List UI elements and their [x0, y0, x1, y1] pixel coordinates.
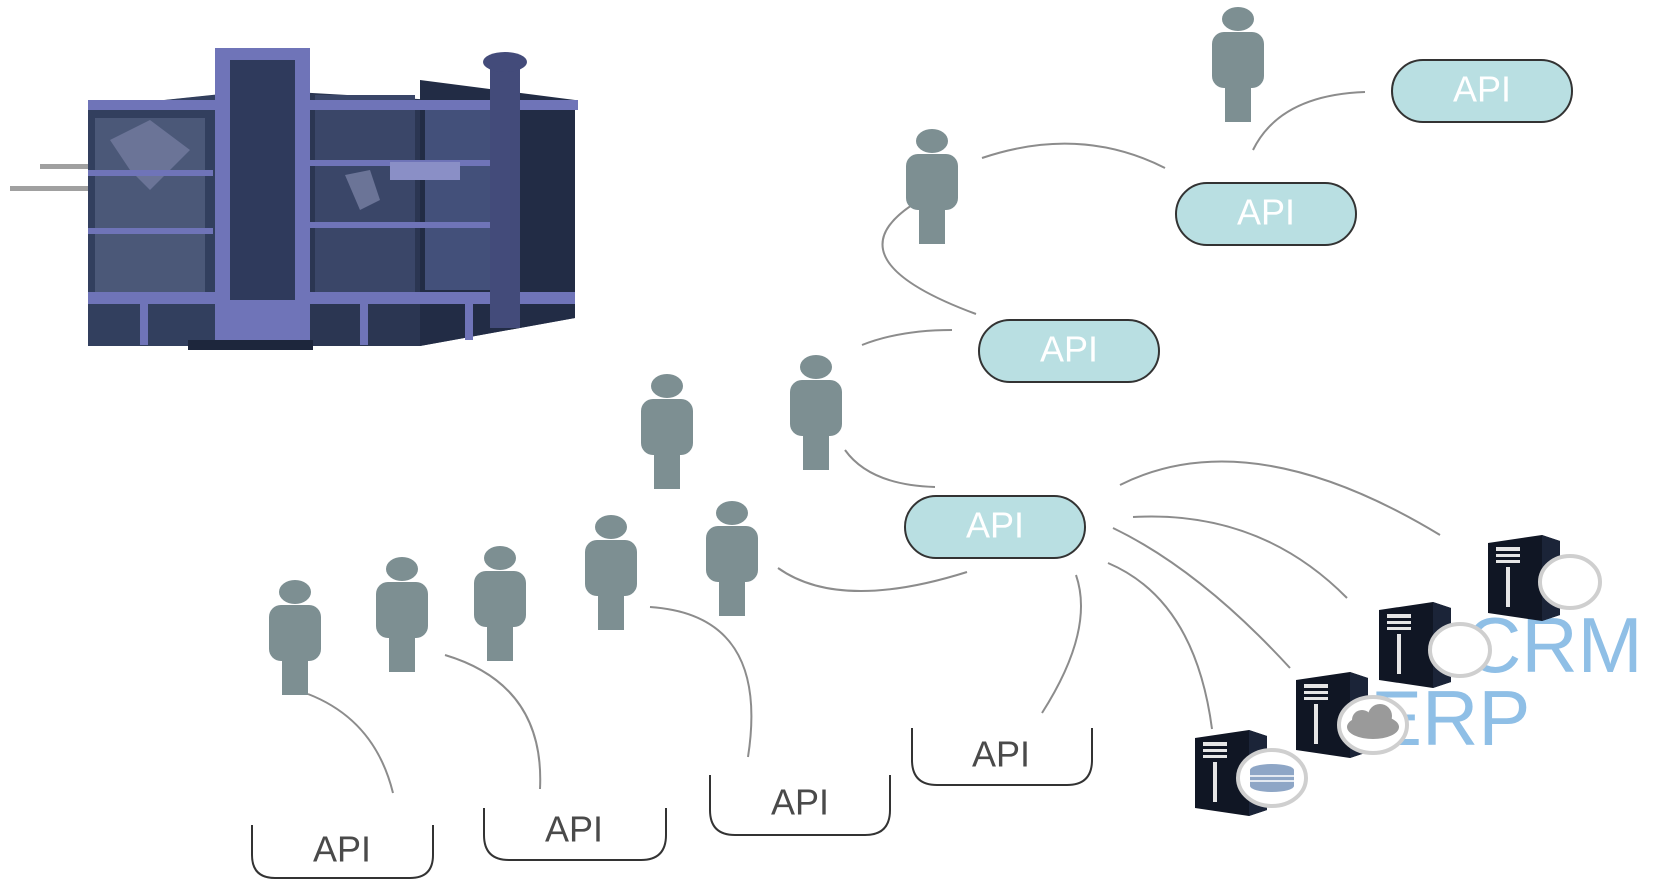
api-pill-outline: API [251, 825, 434, 879]
person-icon [585, 515, 637, 630]
person-icon [474, 546, 526, 661]
connector [1107, 562, 1213, 730]
person-icon [906, 129, 958, 244]
connector [861, 329, 953, 346]
api-pill-outline: API [911, 728, 1093, 786]
api-label: API [1453, 69, 1511, 110]
api-label: API [313, 829, 371, 870]
connector [981, 142, 1166, 169]
api-label: API [966, 505, 1024, 546]
person-icon [269, 580, 321, 695]
server-icon [1488, 535, 1602, 621]
person-icon [1212, 7, 1264, 122]
connector-lines [307, 91, 1441, 794]
connector [1112, 527, 1291, 669]
connector [1252, 91, 1366, 151]
api-label: API [771, 782, 829, 823]
person-icon [641, 374, 693, 489]
server-icon [1379, 602, 1492, 688]
person-icon [706, 501, 758, 616]
person-icon [376, 557, 428, 672]
connector [307, 693, 394, 794]
connector [844, 449, 936, 488]
person-icon [790, 355, 842, 470]
cloud-icon [1347, 704, 1399, 739]
api-pill: API [978, 319, 1160, 383]
connector [777, 567, 968, 593]
api-pill: API [1391, 59, 1573, 123]
connector [444, 654, 542, 790]
connector [1132, 515, 1348, 599]
api-label: API [1237, 192, 1295, 233]
api-label: API [972, 734, 1030, 775]
office-building-icon [10, 48, 578, 350]
server-icon [1195, 730, 1308, 816]
connector [1041, 574, 1082, 714]
api-label: API [545, 809, 603, 850]
server-icon [1296, 672, 1409, 758]
api-pill: API [904, 495, 1086, 559]
api-label: API [1040, 329, 1098, 370]
connector [1119, 460, 1441, 536]
database-icon [1250, 764, 1294, 792]
api-pill: API [1175, 182, 1357, 246]
api-pill-outline: API [483, 808, 667, 861]
connector [649, 606, 753, 758]
connector [881, 204, 977, 315]
api-pill-outline: API [709, 775, 891, 836]
